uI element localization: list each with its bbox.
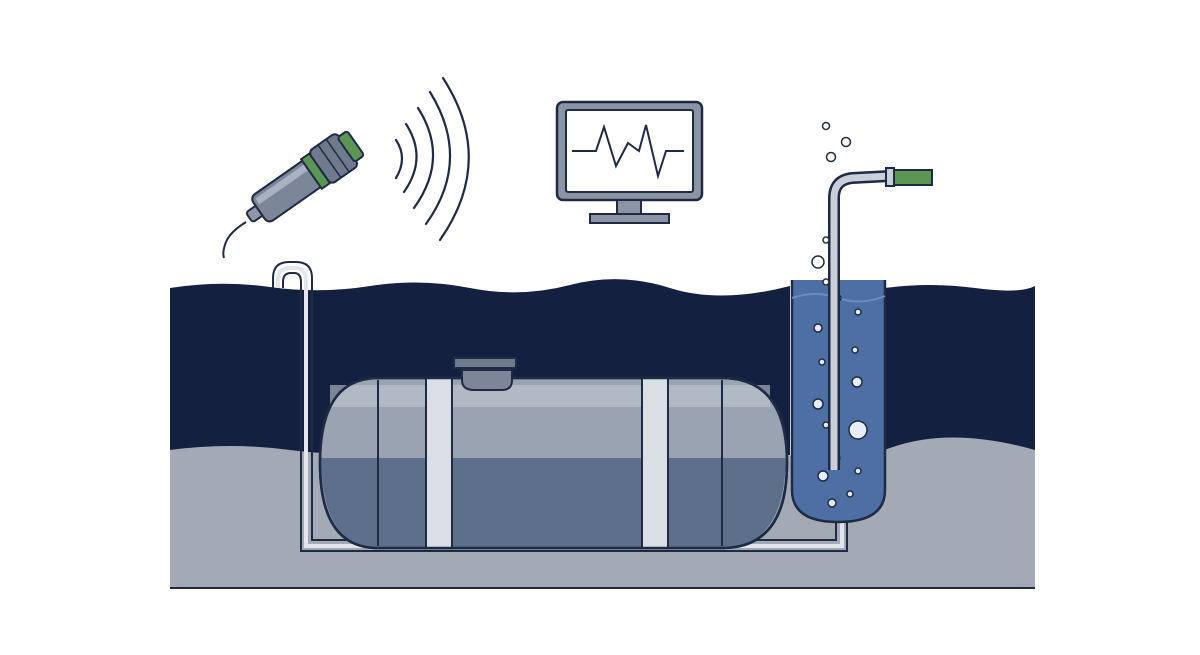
sensor-cable xyxy=(222,221,247,259)
bubble xyxy=(813,323,823,333)
sensor-line xyxy=(272,261,848,552)
vent-pipe-coupling xyxy=(885,167,895,187)
sensor-probe-body xyxy=(245,130,365,223)
monitor-waveform-icon xyxy=(572,123,684,180)
wifi-waves-icon xyxy=(394,76,470,242)
tank-manway-cap xyxy=(453,357,517,369)
tank-manway xyxy=(461,369,513,391)
signal-arc xyxy=(438,76,470,242)
bubble xyxy=(822,278,830,286)
sensor-line-inner xyxy=(276,266,844,548)
monitor-screen xyxy=(565,109,694,193)
signal-arc xyxy=(394,138,404,180)
bubble xyxy=(854,467,862,475)
tank-liquid xyxy=(321,458,786,548)
sensor-line-outer xyxy=(272,261,837,541)
vent-pipe-nozzle xyxy=(893,169,933,186)
bubble xyxy=(822,236,830,244)
bubble xyxy=(825,151,837,163)
signal-arc xyxy=(412,106,435,210)
soil-dark-layer-right xyxy=(885,285,1035,455)
bubble xyxy=(848,420,868,440)
bubble xyxy=(817,470,829,482)
bubble xyxy=(818,358,826,366)
bubble xyxy=(811,255,825,269)
bubble xyxy=(812,398,824,410)
vent-pipe xyxy=(811,121,933,470)
bubble xyxy=(851,346,859,354)
sensor-barrel-highlight xyxy=(255,157,319,205)
bubble xyxy=(840,136,852,148)
vent-pipe-fill xyxy=(830,172,891,470)
monitor-neck xyxy=(616,199,642,215)
monitor-base xyxy=(589,213,670,224)
bubble xyxy=(854,308,862,316)
handheld-sensor xyxy=(222,130,365,259)
bubble xyxy=(851,376,863,388)
monitor xyxy=(555,100,704,224)
signal-arc xyxy=(424,90,452,226)
tank-strap-right xyxy=(641,377,669,549)
sensor-head-ridge xyxy=(325,138,350,173)
bubble xyxy=(821,121,831,131)
signal-arc xyxy=(402,122,418,194)
bubble xyxy=(827,498,837,508)
air-bubbles xyxy=(811,121,852,286)
sensor-cap xyxy=(337,130,365,162)
tank-highlight xyxy=(330,385,770,407)
underground-tank xyxy=(318,357,789,550)
tank-outline xyxy=(318,376,789,550)
sensor-line-edge xyxy=(282,272,848,552)
tank-strap-left xyxy=(425,377,453,549)
bubble xyxy=(846,490,854,498)
sensor-head-ridge xyxy=(317,144,342,179)
